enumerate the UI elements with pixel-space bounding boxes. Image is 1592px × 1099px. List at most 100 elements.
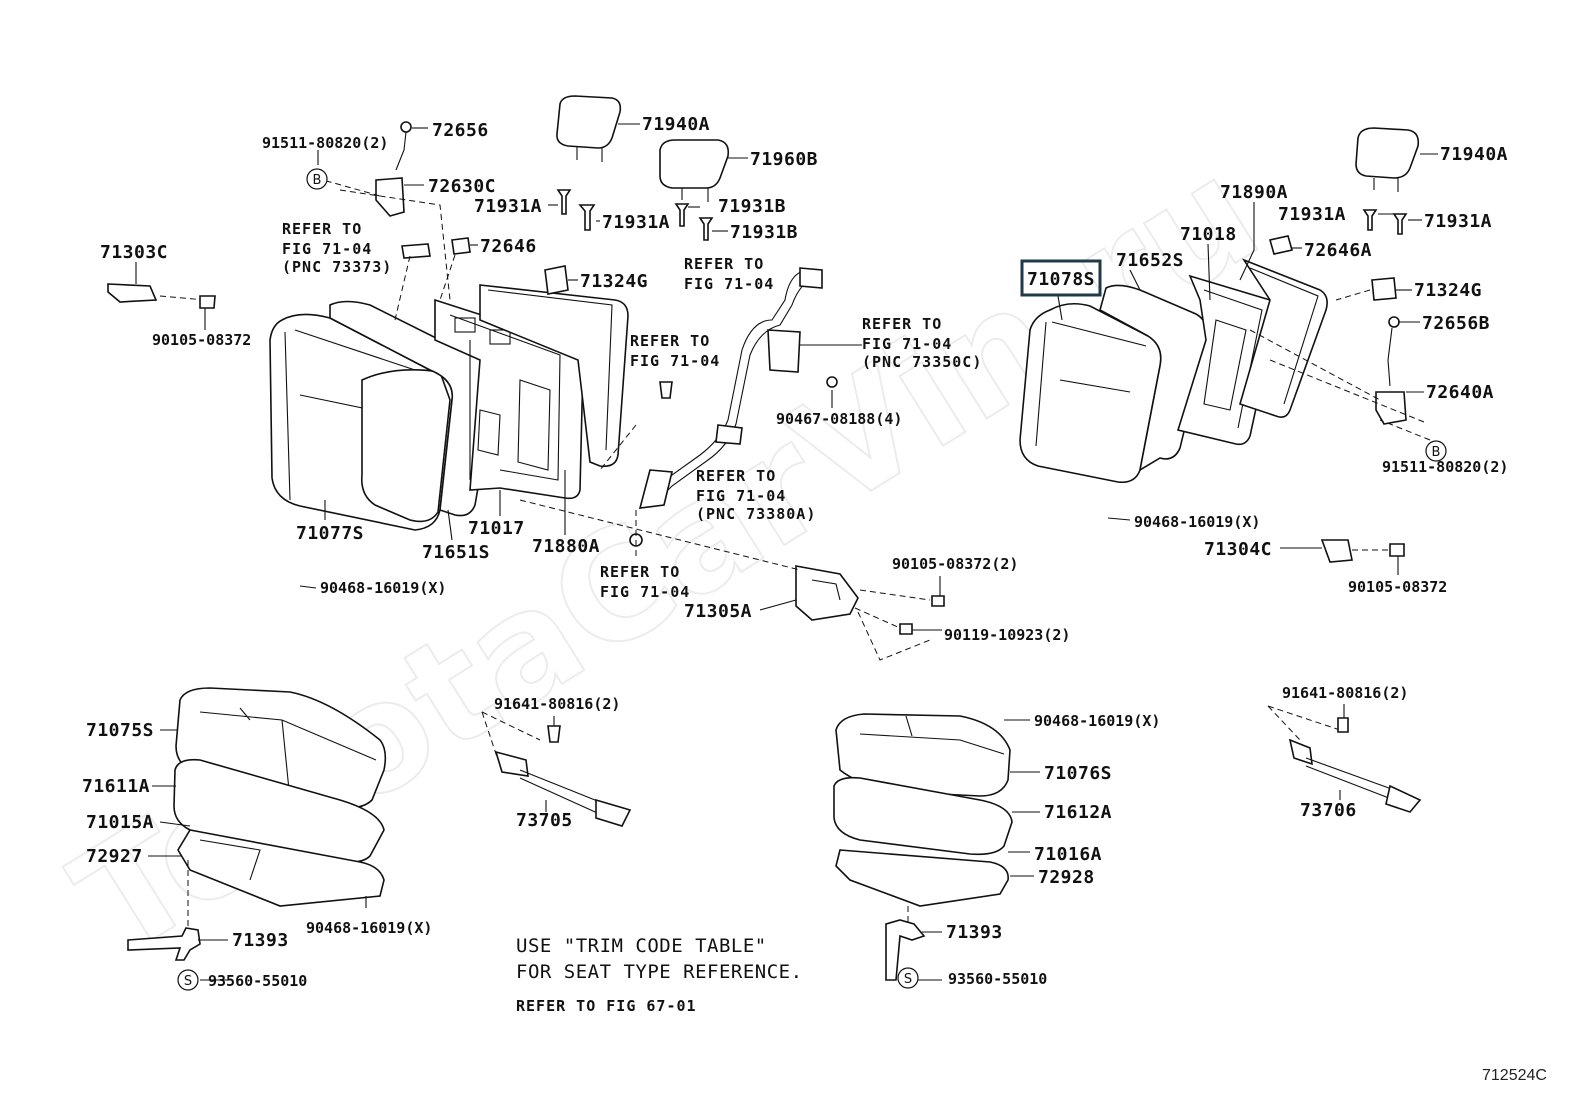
hinge-71305A [519,499,945,661]
label-93560-55010-left[interactable]: 93560-55010 [208,972,307,990]
label-71078S[interactable]: 71078S [1027,269,1095,290]
left-seatback-pad [329,300,497,517]
label-71940A-left[interactable]: 71940A [642,114,710,135]
label-71077S[interactable]: 71077S [296,523,364,544]
part-labels: 72656 91511-80820(2) 72630C 71940A 71960… [82,114,1508,990]
svg-text:(PNC 73380A): (PNC 73380A) [696,505,816,523]
label-71324G-left[interactable]: 71324G [580,271,648,292]
headrest-71960B [659,139,730,202]
label-73706[interactable]: 73706 [1300,800,1357,821]
label-71611A[interactable]: 71611A [82,776,150,797]
svg-text:(PNC 73373): (PNC 73373) [282,258,392,276]
label-72646A[interactable]: 72646A [1304,240,1372,261]
bracket-73373 [401,243,431,259]
label-72630C[interactable]: 72630C [428,176,496,197]
label-91641-80816-left[interactable]: 91641-80816(2) [494,695,620,713]
buckle-73706 [1267,705,1422,813]
bolt-72646A [1268,235,1294,255]
label-71940A-right[interactable]: 71940A [1440,144,1508,165]
label-72656B[interactable]: 72656B [1422,313,1490,334]
label-71393-right[interactable]: 71393 [946,922,1003,943]
label-71612A[interactable]: 71612A [1044,802,1112,823]
label-71931A-right-2[interactable]: 71931A [1424,211,1492,232]
trim-note-line-1: USE "TRIM CODE TABLE" [516,935,767,957]
headrest-guides-right [1362,209,1408,235]
label-90468-16019-right[interactable]: 90468-16019(X) [1134,513,1260,531]
svg-text:FIG 71-04: FIG 71-04 [630,352,720,370]
label-71890A[interactable]: 71890A [1220,182,1288,203]
label-91511-80820-right[interactable]: 91511-80820(2) [1382,458,1508,476]
label-71651S[interactable]: 71651S [422,542,490,563]
svg-text:(PNC 73350C): (PNC 73350C) [862,353,982,371]
seatback-lock-72640A [1249,316,1425,425]
headrest-71940A-right [1355,127,1420,192]
label-71304C[interactable]: 71304C [1204,539,1272,560]
buckle-73705 [481,711,632,827]
label-90105-08372-left[interactable]: 90105-08372 [152,331,251,349]
left-seatback-board [479,284,629,468]
refer-fig-67-01: REFER TO FIG 67-01 [516,997,697,1015]
label-71931A-left-2[interactable]: 71931A [602,212,670,233]
callout-S-right: S [897,967,919,989]
refer-note-fig-71-04-a: REFER TO FIG 71-04 [684,255,773,293]
rear-seatbelt [629,267,838,547]
label-71305A[interactable]: 71305A [684,601,752,622]
label-90468-16019-left[interactable]: 90468-16019(X) [320,579,446,597]
label-72656[interactable]: 72656 [432,120,489,141]
hinge-71304C [1320,539,1405,563]
label-90468-16019-bottom[interactable]: 90468-16019(X) [306,919,432,937]
callout-S-left: S [177,969,199,991]
callout-B-left: B [306,168,328,190]
highlight-box-71078S [1020,259,1102,297]
cover-71324G-right [1335,277,1397,301]
label-71016A[interactable]: 71016A [1034,844,1102,865]
svg-text:FIG 71-04: FIG 71-04 [696,487,786,505]
label-93560-55010-right[interactable]: 93560-55010 [948,970,1047,988]
label-90119-10923[interactable]: 90119-10923(2) [944,626,1070,644]
svg-text:REFER TO: REFER TO [282,220,362,238]
refer-note-fig-71-04-c: REFER TO FIG 71-04 [600,563,689,601]
svg-text:S: S [904,972,912,987]
label-90105-08372-right[interactable]: 90105-08372 [1348,578,1447,596]
label-72927[interactable]: 72927 [86,846,143,867]
right-cushion-frame [835,849,1009,907]
cover-71324G-left [544,265,569,295]
label-71075S[interactable]: 71075S [86,720,154,741]
label-90105-08372-2[interactable]: 90105-08372(2) [892,555,1018,573]
label-71324G-right[interactable]: 71324G [1414,280,1482,301]
label-72928[interactable]: 72928 [1038,867,1095,888]
label-72640A[interactable]: 72640A [1426,382,1494,403]
refer-note-fig-71-04-b: REFER TO FIG 71-04 [630,332,720,370]
label-71076S[interactable]: 71076S [1044,763,1112,784]
label-71015A[interactable]: 71015A [86,812,154,833]
label-71652S[interactable]: 71652S [1116,250,1184,271]
svg-text:B: B [1432,445,1441,460]
label-90467-08188[interactable]: 90467-08188(4) [776,410,902,428]
label-71880A[interactable]: 71880A [532,536,600,557]
label-73705[interactable]: 73705 [516,810,573,831]
right-seatback-cover [1019,302,1162,484]
label-91641-80816-right[interactable]: 91641-80816(2) [1282,684,1408,702]
svg-text:REFER TO: REFER TO [696,467,776,485]
label-71960B[interactable]: 71960B [750,149,818,170]
headrest-guides-left [556,189,714,241]
left-cushion-bracket-71393 [127,860,201,961]
label-91511-80820-left[interactable]: 91511-80820(2) [262,134,388,152]
label-71931B-1[interactable]: 71931B [718,196,786,217]
figure-code: 712524C [1482,1067,1547,1084]
label-71931B-2[interactable]: 71931B [730,222,798,243]
label-71393-left[interactable]: 71393 [232,930,289,951]
label-71018[interactable]: 71018 [1180,224,1237,245]
label-71931A-left-1[interactable]: 71931A [474,196,542,217]
refer-note-73373: REFER TO FIG 71-04 (PNC 73373) [282,220,392,276]
label-71303C[interactable]: 71303C [100,242,168,263]
headrest-71940A-left [556,95,622,162]
trim-code-note: USE "TRIM CODE TABLE" FOR SEAT TYPE REFE… [516,935,802,1015]
svg-text:FIG 71-04: FIG 71-04 [282,240,372,258]
label-90468-16019-center[interactable]: 90468-16019(X) [1034,712,1160,730]
label-71017[interactable]: 71017 [468,518,525,539]
label-72646[interactable]: 72646 [480,236,537,257]
label-71931A-right-1[interactable]: 71931A [1278,204,1346,225]
